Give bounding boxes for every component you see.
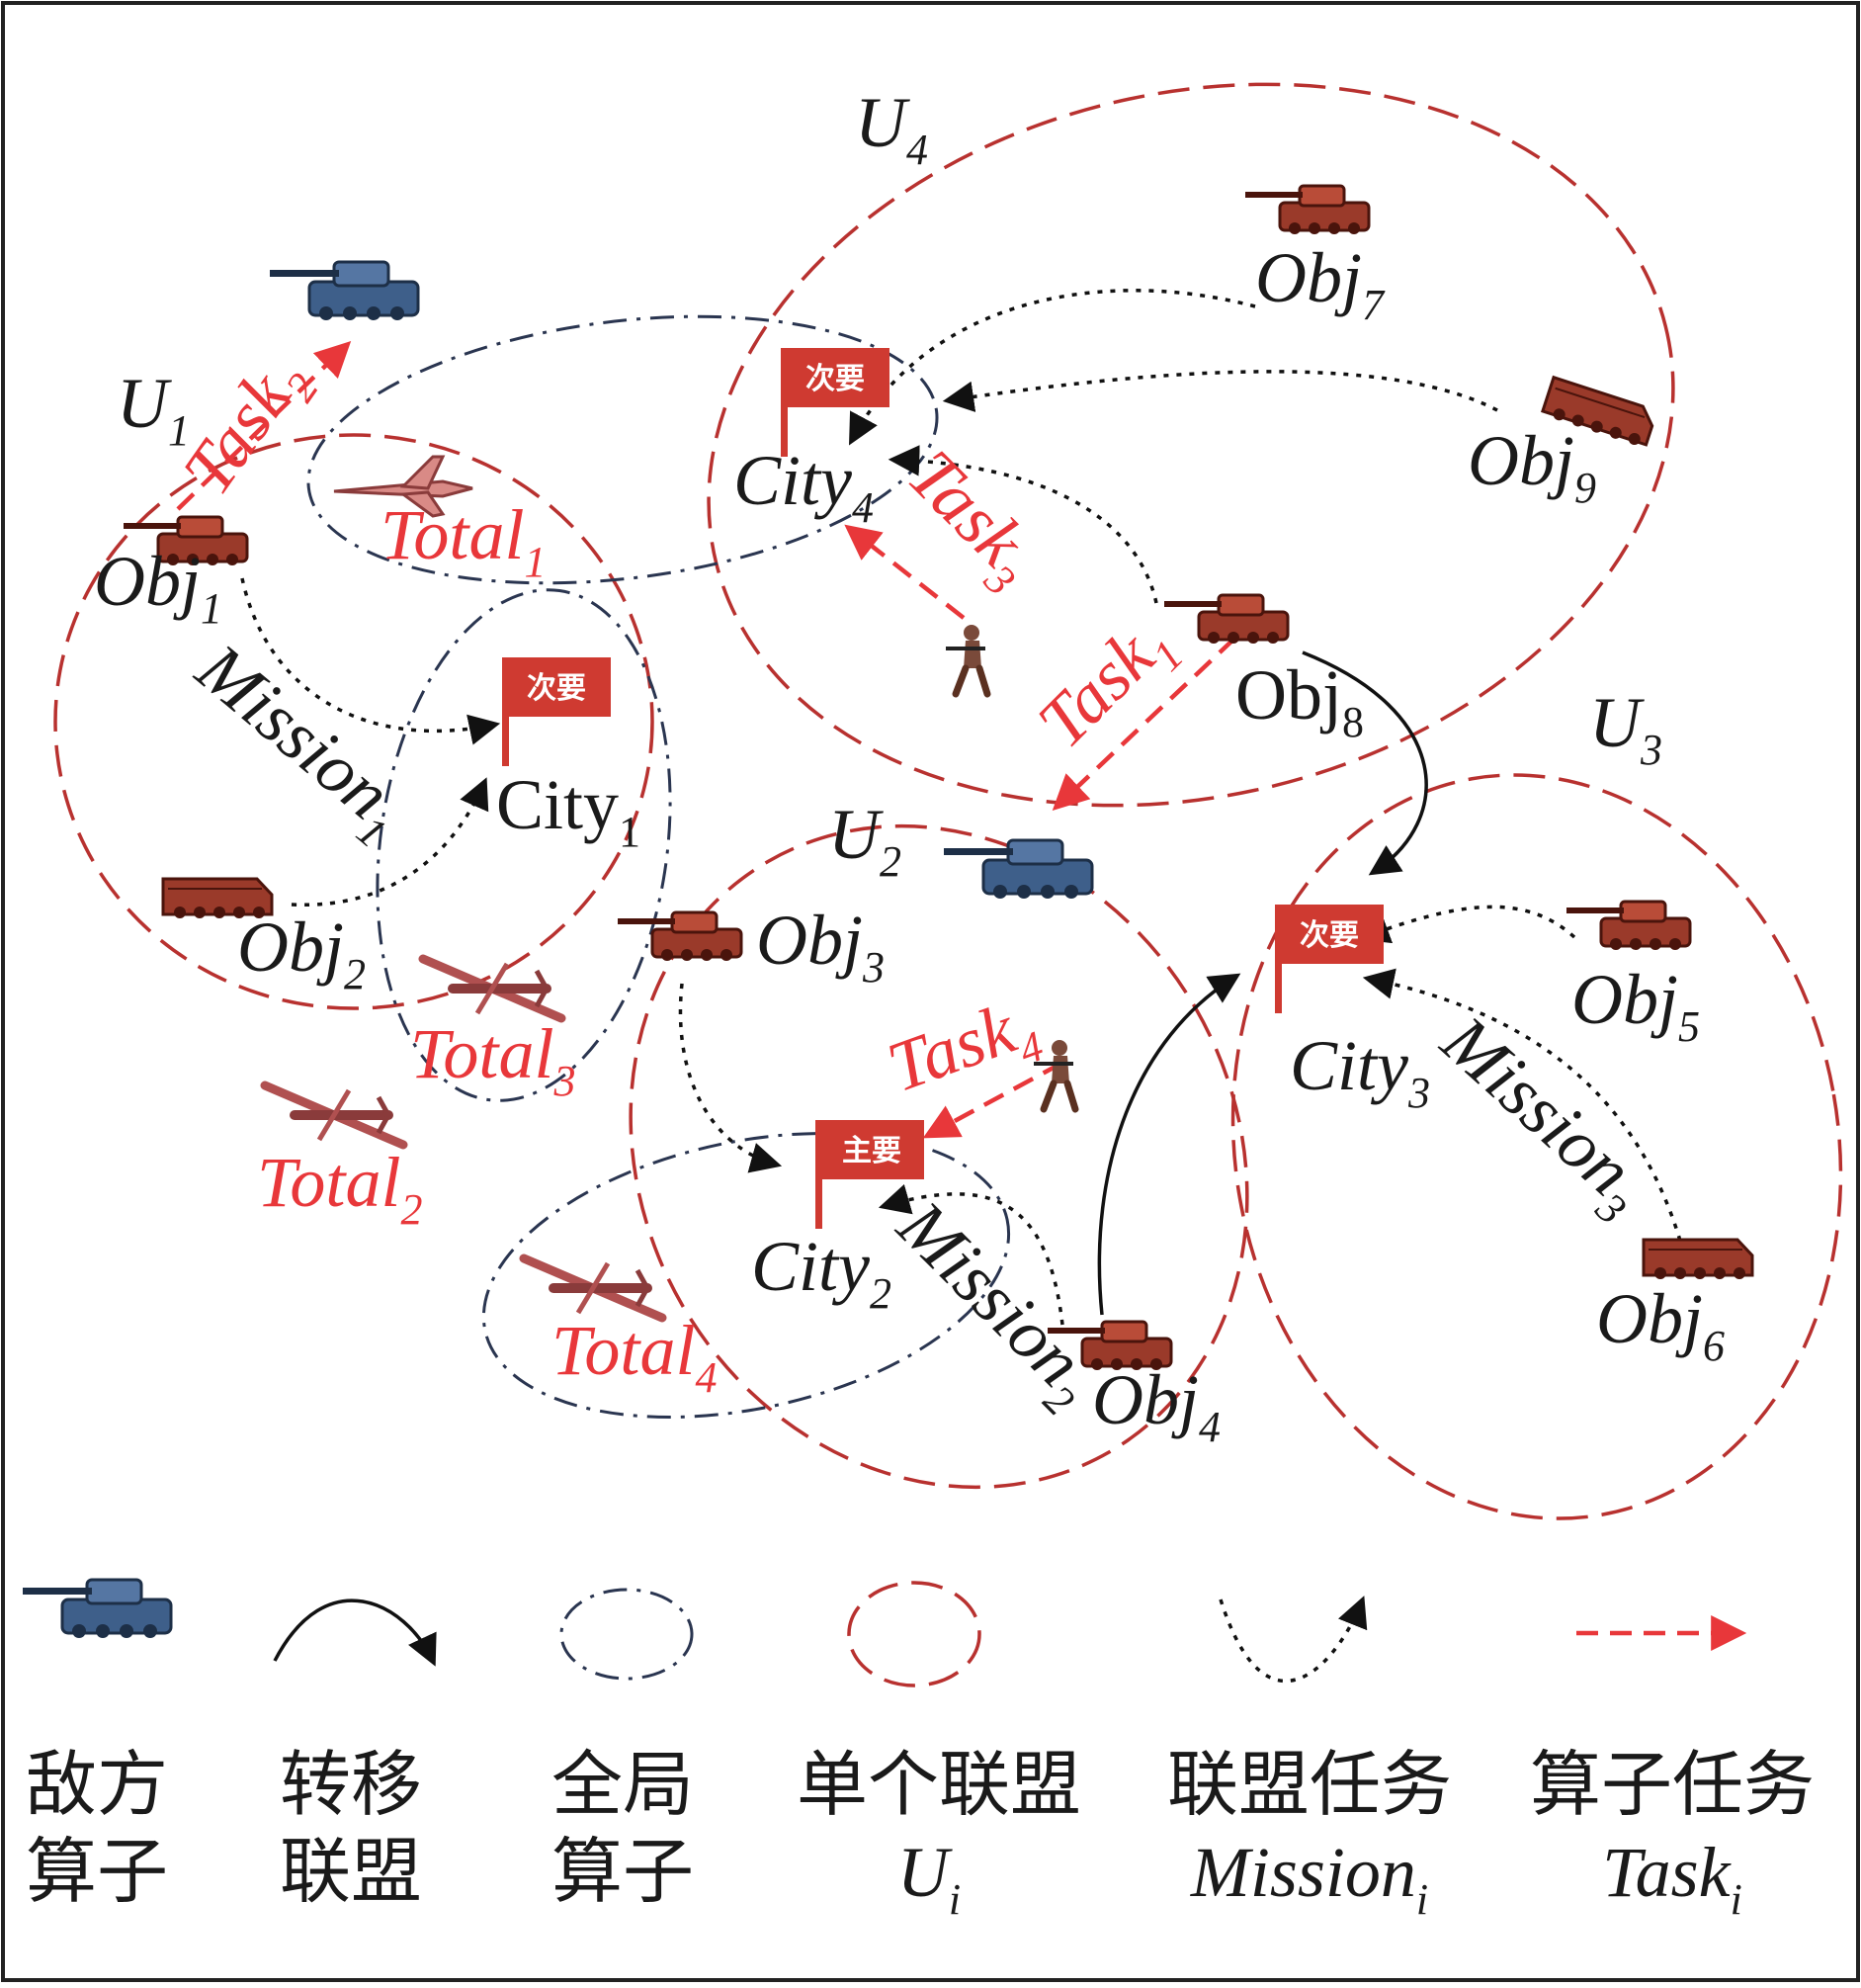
legend-single-symbol: Ui: [897, 1833, 961, 1924]
obj1-label: Obj1: [94, 542, 222, 633]
legend-global-line1: 全局: [551, 1743, 694, 1826]
mission1-label: Mission1: [174, 628, 422, 857]
legend-enemy-icon: [21, 1578, 173, 1640]
city3-flag-label: 次要: [1300, 918, 1359, 953]
task-arrow-1: [1052, 636, 1237, 811]
obj2-label: Obj2: [237, 908, 366, 998]
global-ellipse-top: [306, 314, 939, 585]
mission-arrow-obj1-city1: [240, 577, 501, 745]
city2-flag-label: 主要: [842, 1134, 901, 1168]
mission-arrows: [240, 289, 1682, 1326]
transfer-arrow-obj4-city3: [1097, 973, 1241, 1316]
total2-plane-icon: [265, 1085, 403, 1145]
total2-label: Total2: [257, 1143, 422, 1234]
task-arrow-3: [844, 524, 966, 620]
mission-arrow-obj7-city4: [849, 289, 1256, 446]
legend-transfer-line1: 转移: [280, 1743, 422, 1826]
legend-transfer-line2: 联盟: [280, 1830, 422, 1913]
mission-arrow-obj5-city3: [1358, 905, 1576, 944]
city1-label: City1: [496, 765, 640, 856]
legend-single-line1: 单个联盟: [797, 1743, 1081, 1826]
obj5-tank-icon: [1565, 900, 1692, 952]
obj8-tank-icon: [1162, 593, 1290, 646]
soldier-icon: [946, 625, 987, 694]
obj4-label: Obj4: [1092, 1360, 1221, 1451]
city4-flag: 次要: [781, 348, 889, 457]
legend-enemy-line1: 敌方: [26, 1743, 168, 1826]
legend-mission-line1: 联盟任务: [1167, 1743, 1452, 1826]
task-arrow-4: [922, 1061, 1064, 1139]
legend-enemy-line2: 算子: [26, 1830, 168, 1913]
enemy-tank-icon: [942, 838, 1094, 901]
total4-label: Total4: [551, 1311, 717, 1402]
mission-arrow-obj9-city4: [942, 370, 1498, 412]
obj8-label: Obj8: [1235, 655, 1364, 746]
legend-task-line1: 算子任务: [1530, 1743, 1815, 1826]
total3-label: Total3: [410, 1014, 575, 1105]
transfer-arrows: [1097, 650, 1428, 1316]
obj7-tank-icon: [1243, 184, 1371, 236]
obj6-label: Obj6: [1596, 1279, 1725, 1370]
obj7-label: Obj7: [1255, 238, 1386, 329]
coalition-u1-label: U1: [117, 364, 190, 455]
coalition-u3-ellipse: [1230, 773, 1843, 1520]
coalition-u1-ellipse: [53, 433, 654, 1010]
mission-arrow-obj3-city2: [678, 983, 783, 1173]
city3-label: City3: [1290, 1026, 1430, 1117]
legend-global-ellipse-icon: [559, 1588, 694, 1681]
legend-global-line2: 算子: [551, 1830, 694, 1913]
obj3-tank-icon: [616, 910, 743, 963]
total3-plane-icon: [423, 959, 561, 1018]
global-ellipse-bottom: [481, 1132, 1011, 1419]
legend-task-symbol: Taski: [1602, 1833, 1742, 1924]
total4-plane-icon: [524, 1258, 662, 1318]
mission-arrow-obj6-city3: [1362, 968, 1682, 1242]
task3-label: Task3: [885, 435, 1055, 605]
city1-flag-label: 次要: [527, 671, 586, 706]
obj6-apc-icon: [1642, 1238, 1754, 1281]
total1-label: Total1: [381, 495, 546, 586]
enemy-tank-icon: [268, 260, 420, 322]
transfer-arrow-obj8-city3: [1302, 650, 1428, 876]
legend-transfer-arrow-icon: [273, 1599, 437, 1667]
mission-arrow-obj4-city2: [878, 1183, 1064, 1326]
global-layer: [306, 314, 1011, 1419]
city4-flag-label: 次要: [805, 362, 865, 396]
legend: 敌方 算子 转移 联盟 全局 算子 单个联盟 Ui 联盟任务 Missioni …: [21, 1578, 1815, 1924]
city3-flag: 次要: [1275, 905, 1384, 1013]
city4-label: City4: [733, 441, 874, 532]
coalition-u3-label: U3: [1589, 683, 1662, 774]
legend-mission-symbol: Missioni: [1190, 1833, 1428, 1924]
obj9-label: Obj9: [1468, 421, 1596, 512]
global-ellipse-left: [376, 588, 672, 1102]
legend-mission-arrow-icon: [1219, 1596, 1368, 1684]
task-arrows: [176, 340, 1237, 1139]
obj3-label: Obj3: [756, 901, 885, 992]
city2-label: City2: [751, 1227, 891, 1318]
task2-label: Task2: [168, 340, 328, 515]
mission2-label: Mission2: [874, 1185, 1114, 1426]
task4-label: Task4: [878, 982, 1050, 1118]
city2-flag: 主要: [815, 1120, 924, 1229]
coalition-u2-label: U2: [828, 795, 901, 886]
city1-flag: 次要: [502, 657, 611, 766]
obj5-label: Obj5: [1571, 960, 1700, 1051]
mission-arrow-obj2-city1: [291, 777, 489, 907]
coalition-u4-label: U4: [855, 83, 928, 174]
task-arrow-2: [176, 340, 352, 511]
legend-coalition-ellipse-icon: [847, 1581, 981, 1687]
task1-label: Task1: [1023, 601, 1193, 771]
